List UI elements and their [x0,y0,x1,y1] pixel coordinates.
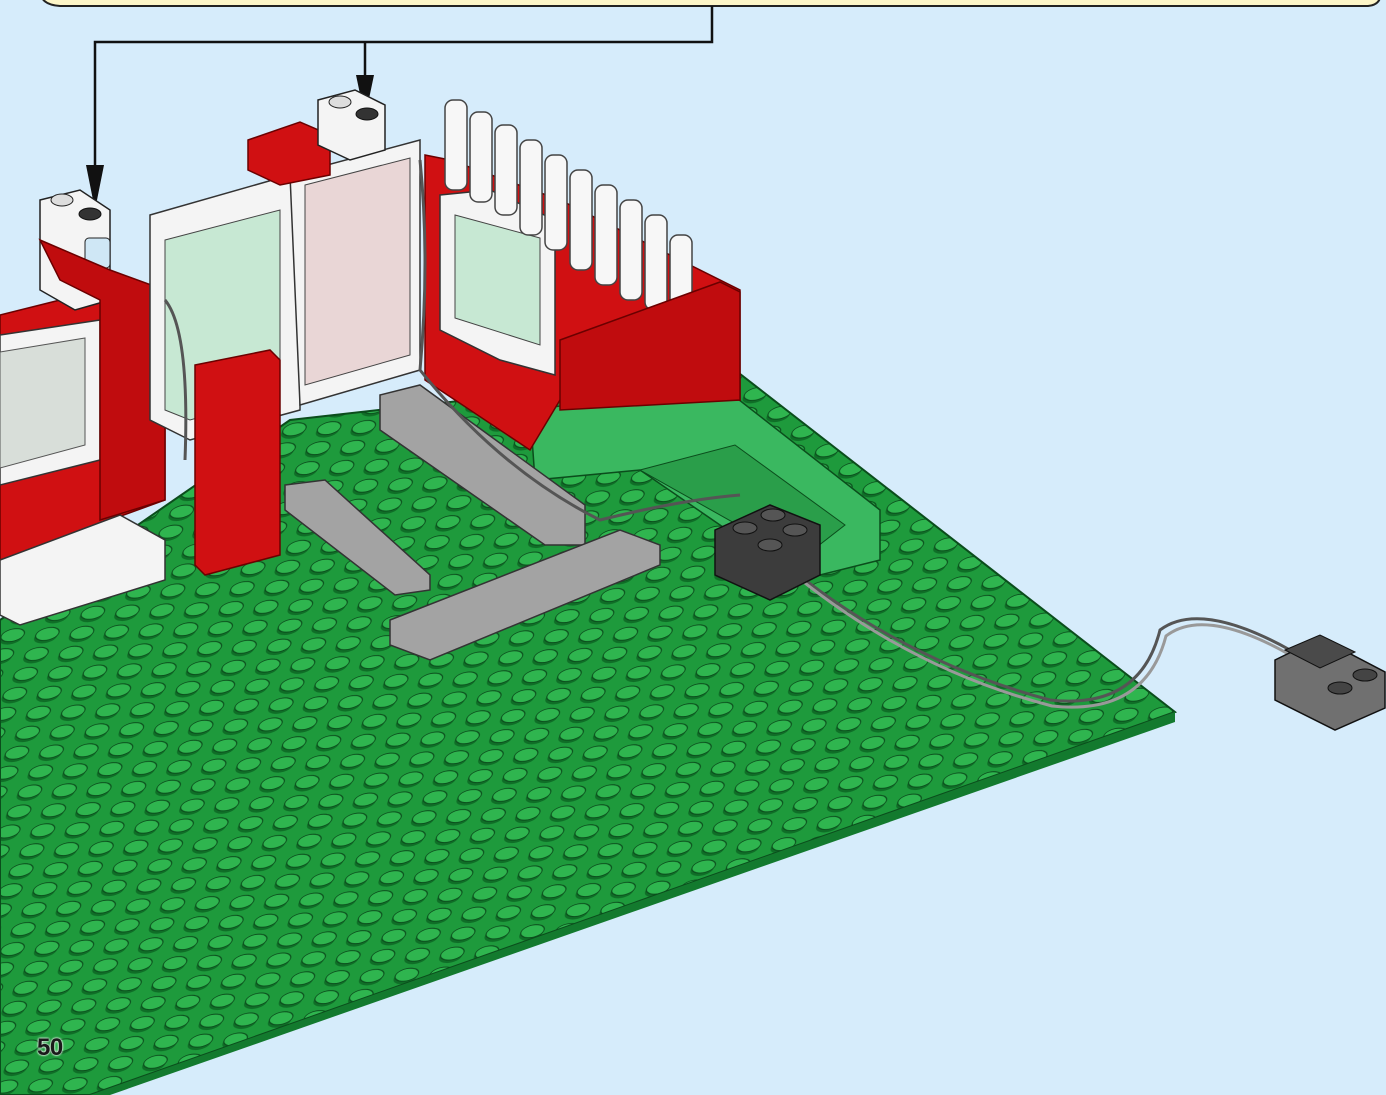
red-column-center [195,350,280,575]
page-number: 50 [37,1034,63,1062]
window-left-glass [0,338,85,468]
callout-box [42,0,1380,6]
light-brick-right [318,90,385,160]
green-baseplate [0,370,1175,1095]
door-right-glass [305,158,410,385]
cable-connector-icon [1275,635,1385,730]
